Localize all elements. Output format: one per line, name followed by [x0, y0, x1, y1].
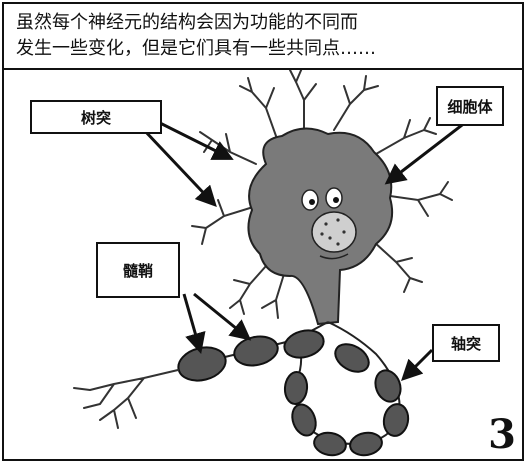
axon-terminals	[74, 370, 178, 428]
label-myelin: 髓鞘	[96, 242, 180, 298]
neuron-illustration	[4, 4, 522, 459]
caption-line-1: 虽然每个神经元的结构会因为功能的不同而	[16, 12, 358, 34]
myelin-sheath	[175, 326, 411, 457]
page-number: 3	[482, 412, 522, 458]
label-axon: 轴突	[432, 324, 500, 362]
label-cell-body: 细胞体	[436, 86, 504, 126]
caption-box: 虽然每个神经元的结构会因为功能的不同而 发生一些变化，但是它们具有一些共同点……	[4, 4, 522, 70]
caption-line-2: 发生一些变化，但是它们具有一些共同点……	[16, 38, 376, 60]
nucleus	[312, 212, 356, 252]
label-dendrite: 树突	[30, 100, 162, 134]
